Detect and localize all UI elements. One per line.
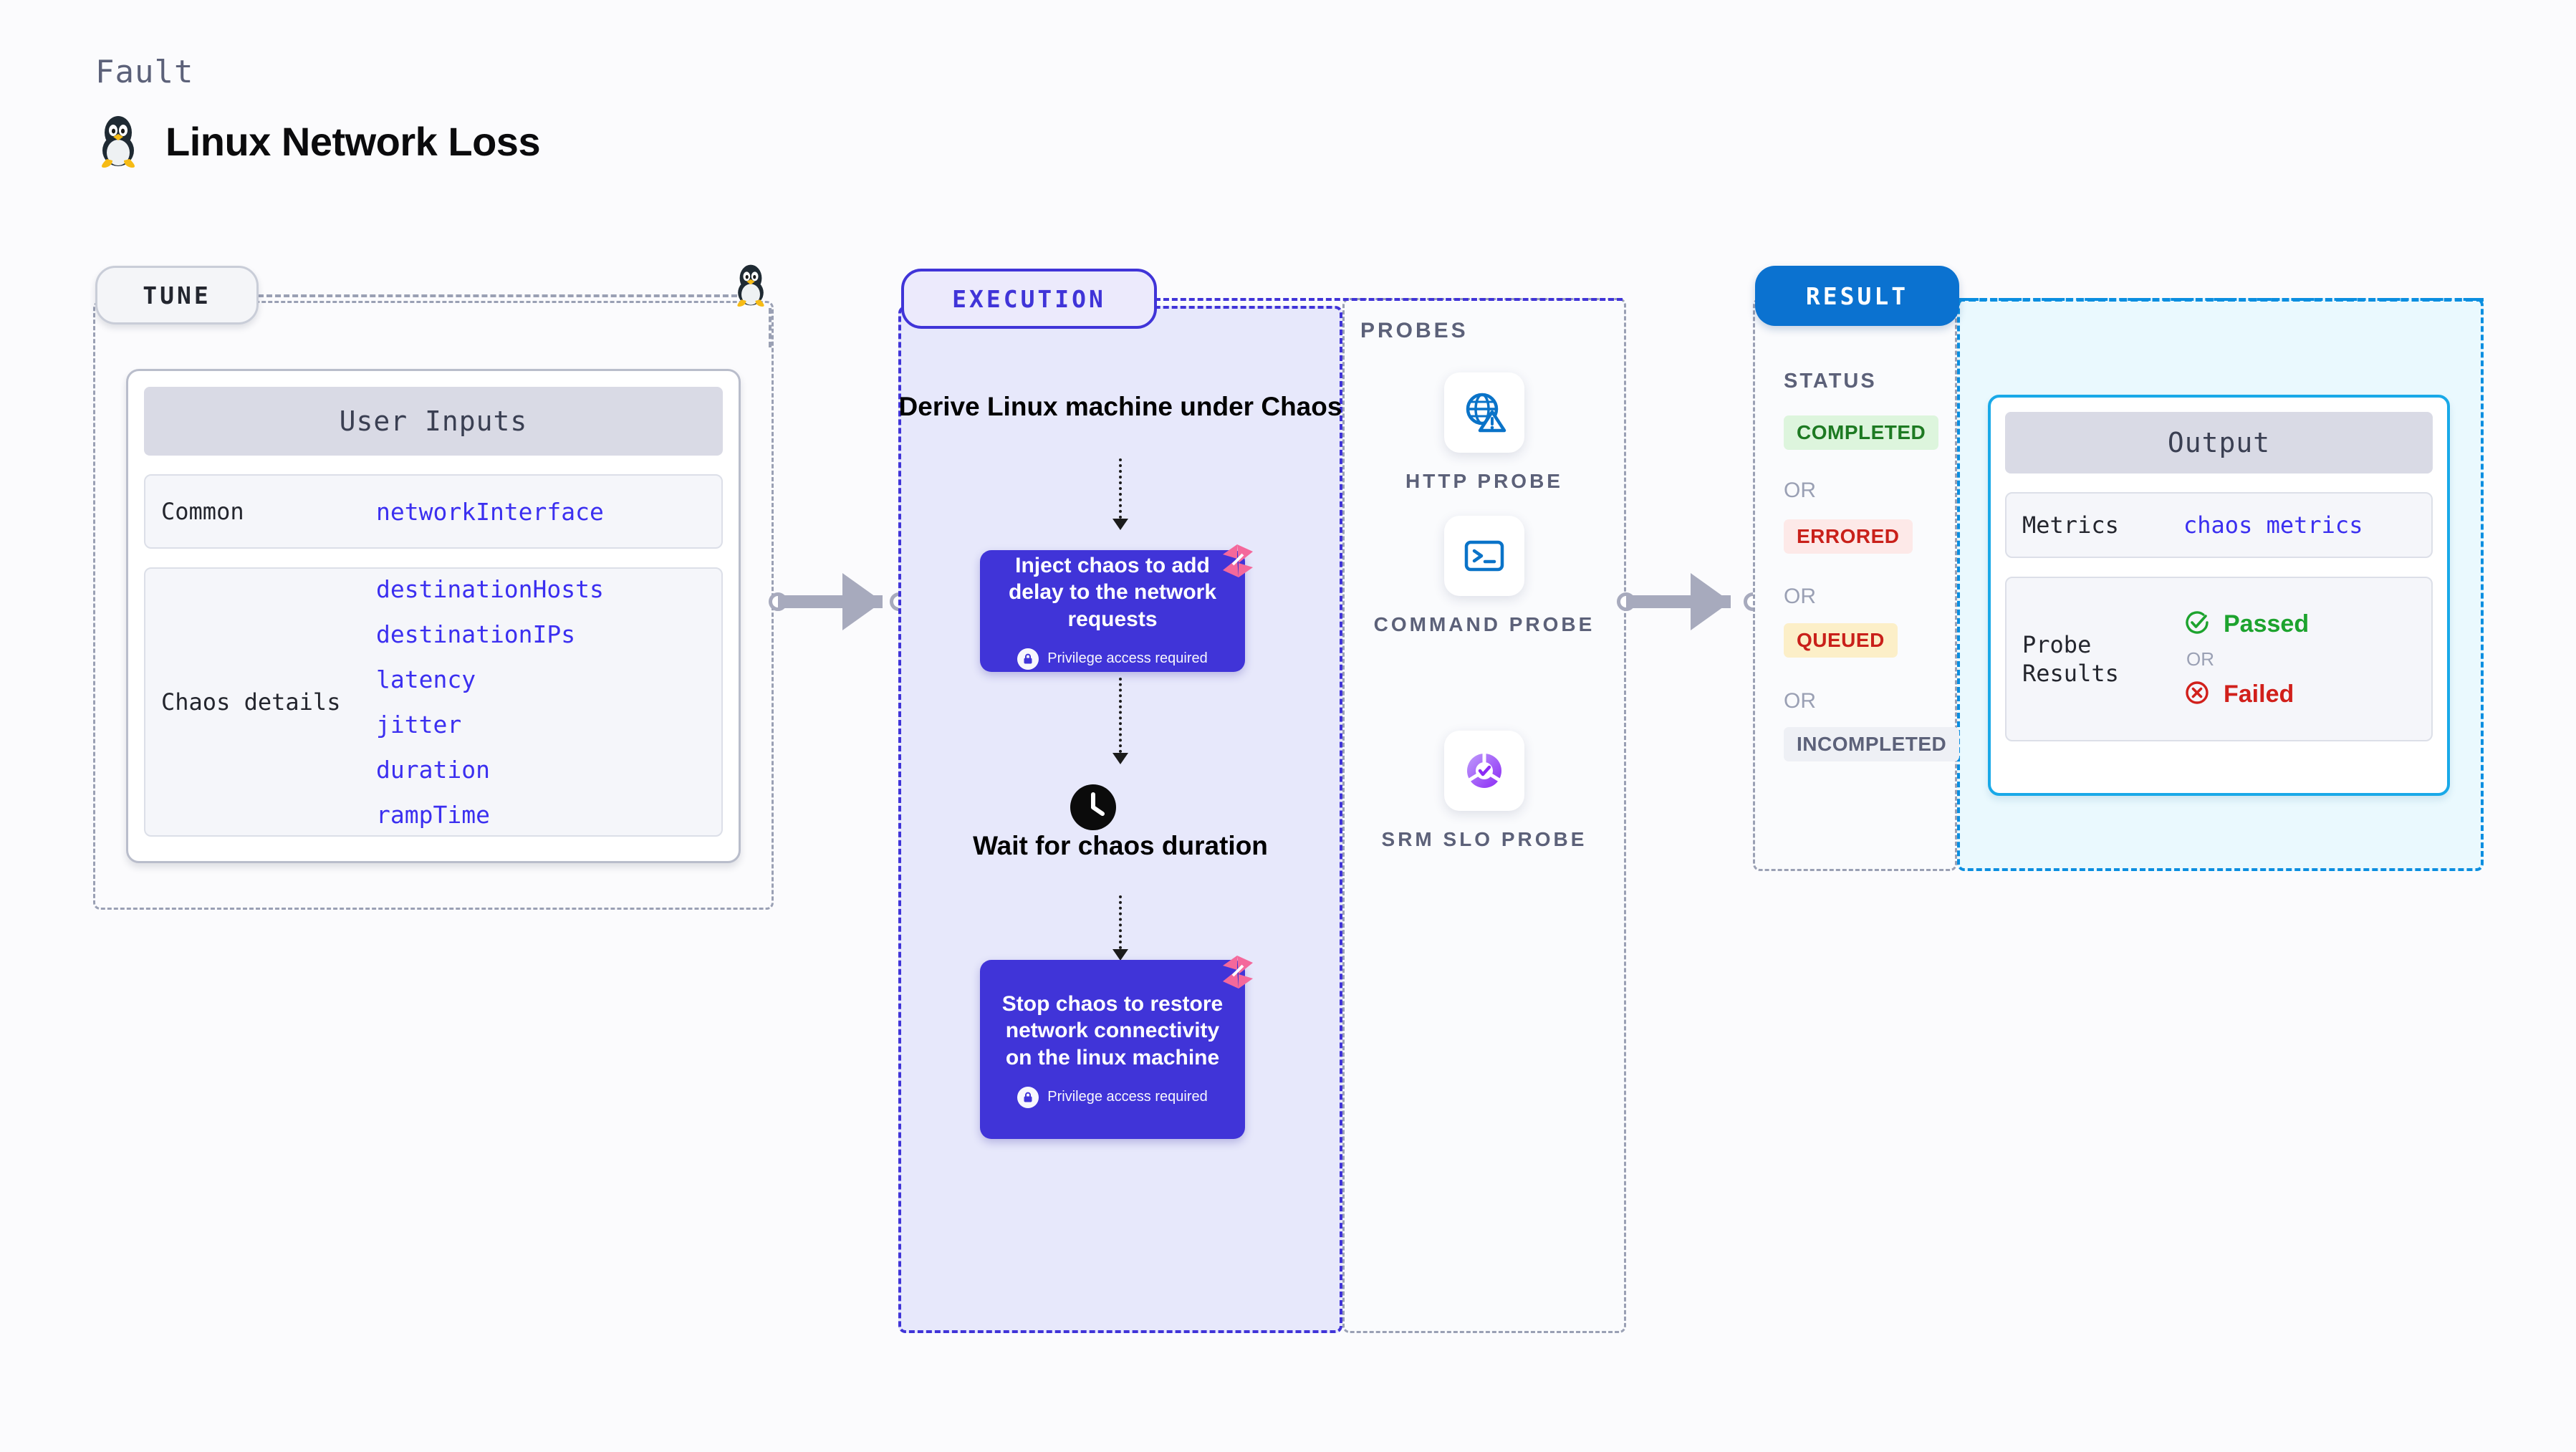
- execution-step-derive-title: Derive Linux machine under Chaos: [898, 392, 1342, 421]
- probe-item-command[interactable]: COMMAND PROBE: [1342, 516, 1626, 638]
- privilege-note: Privilege access required: [1017, 1086, 1208, 1108]
- tune-value-jitter[interactable]: jitter: [376, 711, 462, 739]
- flow-arrow-line: [1119, 895, 1122, 949]
- probes-section-label: PROBES: [1360, 319, 1469, 342]
- output-row-probe-results: Probe Results Passed OR: [2005, 577, 2433, 741]
- output-probe-results-key: Probe Results: [2022, 631, 2119, 687]
- slo-check-icon: [1444, 731, 1524, 811]
- status-badge-queued: QUEUED: [1784, 623, 1898, 658]
- result-connector-dash: [1958, 298, 2484, 302]
- privilege-note: Privilege access required: [1017, 648, 1208, 670]
- probe-label: HTTP PROBE: [1405, 470, 1563, 492]
- linux-penguin-icon-small: [732, 264, 769, 307]
- output-metrics-key: Metrics: [2022, 511, 2119, 539]
- tune-value-destinationhosts[interactable]: destinationHosts: [376, 575, 604, 603]
- or-separator: OR: [1784, 585, 1816, 608]
- flow-arrow-head: [1112, 519, 1128, 530]
- fault-title-row: Linux Network Loss: [95, 115, 541, 168]
- lock-icon: [1017, 1086, 1039, 1108]
- execution-connector-dash: [1155, 298, 1623, 301]
- tune-row-chaos-details: Chaos details destinationHosts destinati…: [144, 567, 723, 837]
- linux-penguin-icon: [95, 115, 141, 168]
- status-badge-completed: COMPLETED: [1784, 415, 1939, 450]
- or-separator: OR: [1784, 479, 1816, 502]
- probe-item-srm-slo[interactable]: SRM SLO PROBE: [1342, 731, 1626, 852]
- terminal-prompt-icon: [1444, 516, 1524, 596]
- tune-value-duration[interactable]: duration: [376, 756, 490, 784]
- probe-label: SRM SLO PROBE: [1381, 828, 1587, 850]
- output-title: Output: [2005, 412, 2433, 473]
- page-title: Linux Network Loss: [165, 118, 541, 164]
- status-section-label: STATUS: [1784, 370, 1877, 393]
- output-row-metrics: Metrics chaos metrics: [2005, 492, 2433, 558]
- execution-step-stop-chaos[interactable]: Stop chaos to restore network connectivi…: [980, 960, 1245, 1139]
- check-circle-icon: [2183, 609, 2211, 640]
- clock-icon: [1067, 781, 1120, 837]
- tune-pill[interactable]: TUNE: [95, 266, 259, 324]
- status-badge-errored: ERRORED: [1784, 519, 1913, 554]
- probe-failed-label: Failed: [2224, 680, 2294, 708]
- tune-connector-dash: [258, 294, 763, 297]
- x-circle-icon: [2183, 679, 2211, 710]
- output-metrics-value[interactable]: chaos metrics: [2183, 511, 2363, 539]
- tune-value-ramptime[interactable]: rampTime: [376, 801, 490, 829]
- fault-kicker-label: Fault: [95, 54, 194, 90]
- tune-value-destinationips[interactable]: destinationIPs: [376, 620, 576, 648]
- execution-pill[interactable]: EXECUTION: [901, 269, 1157, 329]
- tune-row-key: Common: [161, 498, 244, 525]
- or-separator: OR: [2186, 648, 2214, 670]
- privilege-note-text: Privilege access required: [1047, 1089, 1208, 1105]
- flow-arrow-head: [1112, 949, 1128, 961]
- or-separator: OR: [1784, 689, 1816, 713]
- probe-result-failed: Failed: [2183, 679, 2309, 710]
- probe-label: COMMAND PROBE: [1373, 613, 1595, 635]
- execution-step-inject-chaos-text: Inject chaos to add delay to the network…: [1008, 554, 1217, 631]
- harness-logo-icon: [1216, 539, 1260, 583]
- tune-value-latency[interactable]: latency: [376, 665, 476, 693]
- flow-arrow-line: [1119, 678, 1122, 753]
- harness-logo-icon: [1216, 950, 1260, 994]
- probe-passed-label: Passed: [2224, 610, 2310, 638]
- flow-arrow-head: [1112, 753, 1128, 764]
- execution-step-inject-chaos[interactable]: Inject chaos to add delay to the network…: [980, 550, 1245, 672]
- result-pill[interactable]: RESULT: [1755, 266, 1959, 326]
- result-status-panel: [1753, 298, 1957, 871]
- lock-icon: [1017, 648, 1039, 670]
- output-card: Output Metrics chaos metrics Probe Resul…: [1988, 395, 2450, 796]
- execution-step-wait-title: Wait for chaos duration: [973, 831, 1268, 860]
- probe-result-passed: Passed: [2183, 609, 2309, 640]
- tune-value-networkinterface[interactable]: networkInterface: [376, 497, 604, 526]
- user-inputs-title: User Inputs: [144, 387, 723, 456]
- globe-warning-icon: [1444, 372, 1524, 453]
- tune-tux-dash: [769, 308, 772, 347]
- status-badge-incompleted: INCOMPLETED: [1784, 727, 1960, 761]
- probe-item-http[interactable]: HTTP PROBE: [1342, 372, 1626, 494]
- tune-row-key: Chaos details: [161, 688, 341, 716]
- user-inputs-card: User Inputs Common networkInterface Chao…: [126, 369, 741, 863]
- execution-step-stop-chaos-text: Stop chaos to restore network connectivi…: [1001, 992, 1224, 1069]
- tune-row-common: Common networkInterface: [144, 474, 723, 549]
- probes-panel: [1342, 298, 1626, 1333]
- flow-arrow-line: [1119, 458, 1122, 519]
- privilege-note-text: Privilege access required: [1047, 650, 1208, 667]
